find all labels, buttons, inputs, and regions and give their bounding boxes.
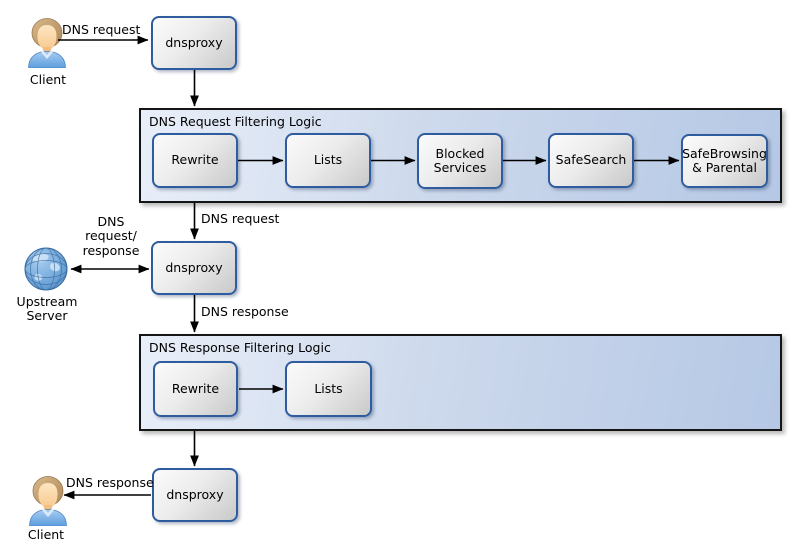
pipeline-step-lists-response: Lists [285, 361, 372, 417]
pipeline-step-safebrowsing-parental: SafeBrowsing & Parental [681, 134, 768, 188]
step-label: Rewrite [171, 152, 219, 168]
node-dnsproxy-middle: dnsproxy [151, 241, 237, 295]
edge-label-request-to-proxy: DNS request [201, 211, 280, 226]
node-dnsproxy-middle-label: dnsproxy [165, 259, 223, 275]
client-bottom-label: Client [27, 527, 65, 542]
response-filtering-container: DNS Response Filtering Logic [139, 334, 782, 431]
edge-label-response-to-client: DNS response [66, 475, 154, 490]
request-filtering-title: DNS Request Filtering Logic [149, 114, 322, 129]
edge-label-response-from-proxy: DNS response [201, 304, 289, 319]
step-label: SafeBrowsing & Parental [682, 145, 767, 175]
client-icon [29, 476, 67, 526]
node-dnsproxy-bottom: dnsproxy [152, 468, 238, 522]
pipeline-step-lists-request: Lists [285, 133, 371, 188]
node-dnsproxy-top-label: dnsproxy [165, 34, 223, 50]
pipeline-step-safesearch: SafeSearch [548, 133, 634, 188]
edge-label-upstream-exchange: DNS request/ response [82, 214, 140, 258]
client-top-label: Client [29, 72, 67, 87]
step-label: Lists [313, 152, 343, 168]
pipeline-step-rewrite-request: Rewrite [152, 133, 238, 188]
edge-label-client-request: DNS request [62, 22, 141, 37]
upstream-server-icon [24, 247, 68, 291]
step-label: SafeSearch [555, 152, 627, 168]
step-label: Lists [314, 380, 343, 396]
response-filtering-title: DNS Response Filtering Logic [149, 340, 331, 355]
node-dnsproxy-bottom-label: dnsproxy [166, 486, 224, 502]
step-label: Rewrite [171, 380, 220, 396]
node-dnsproxy-top: dnsproxy [151, 16, 237, 70]
upstream-server-label: Upstream Server [16, 294, 78, 324]
client-icon [28, 18, 66, 68]
pipeline-step-rewrite-response: Rewrite [153, 361, 238, 417]
step-label: Blocked Services [433, 145, 487, 175]
pipeline-step-blocked-services: Blocked Services [417, 133, 503, 189]
